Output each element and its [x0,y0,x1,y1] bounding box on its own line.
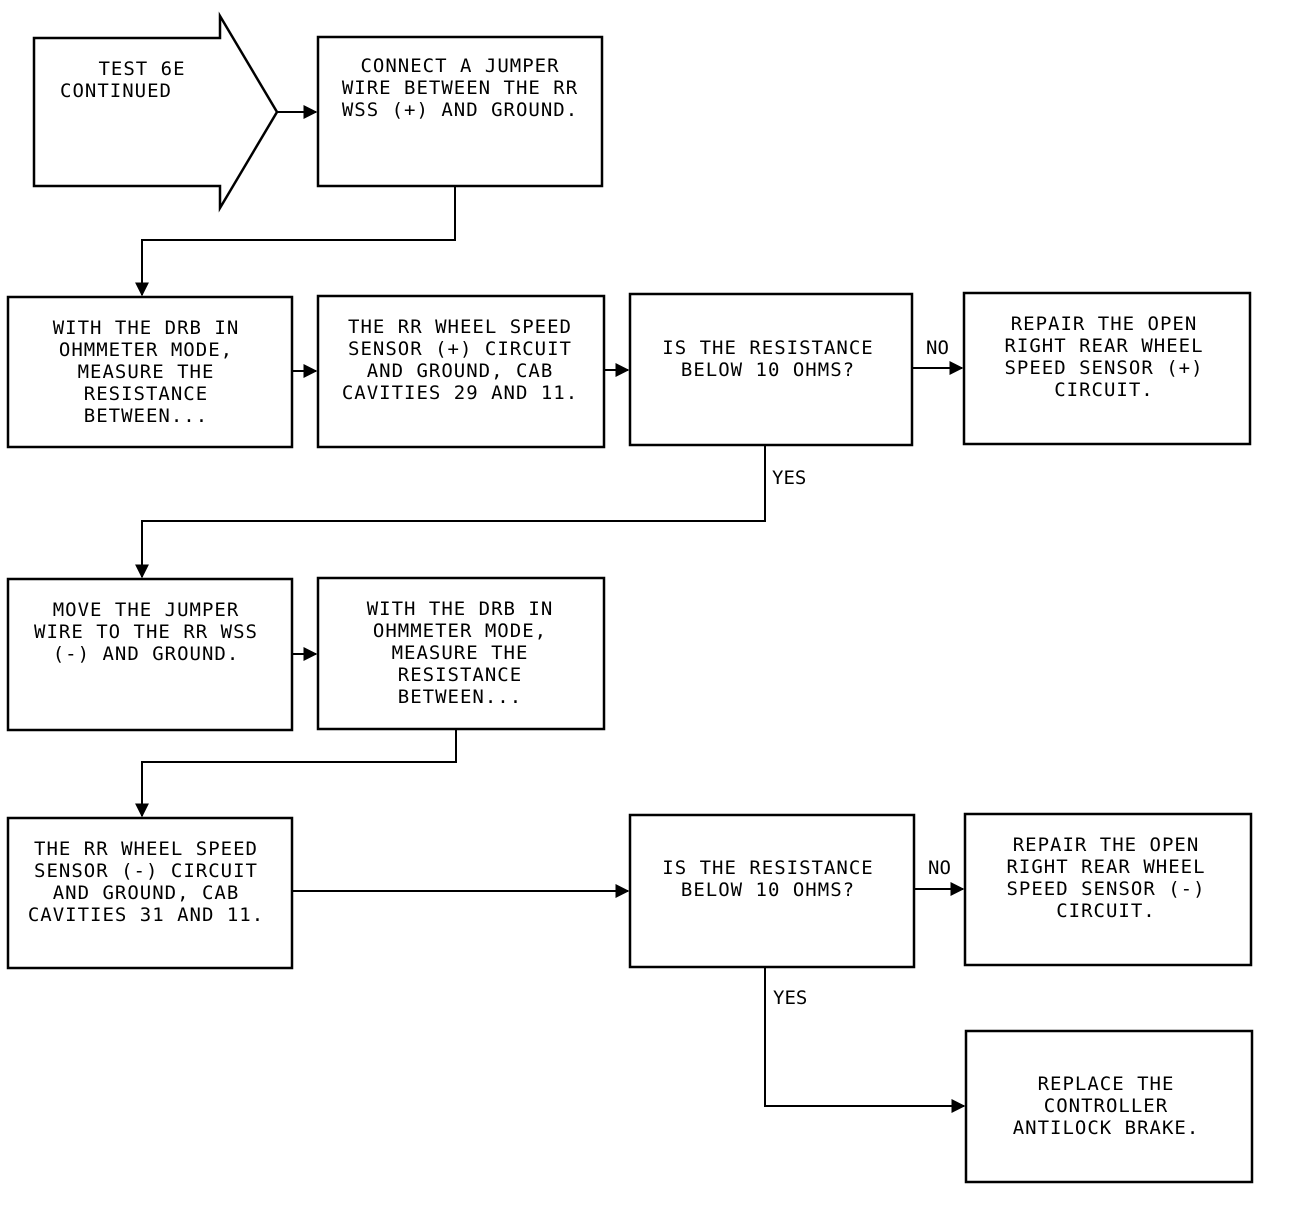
connector-measure-2-to-circuit-minus [135,729,457,818]
text-line: (-) AND GROUND. [53,643,240,665]
text-line: WITH THE DRB IN [53,317,240,339]
question-2-box [628,813,916,969]
text-line: SPEED SENSOR (-) [1006,878,1205,900]
text-line: THE RR WHEEL SPEED [34,838,258,860]
circuit-minus-box [6,816,294,970]
repair-plus-box [962,291,1252,446]
text-line: OHMMETER MODE, [373,620,547,642]
question-1-box [628,292,914,447]
text-line: WIRE BETWEEN THE RR [342,77,578,99]
text-line: BELOW 10 OHMS? [681,359,855,381]
connect-jumper-box [316,35,604,188]
text-line: AND GROUND, CAB [53,882,240,904]
label-yes-1: YES [772,467,806,489]
text-line: CIRCUIT. [1054,379,1154,401]
text-line: REPAIR THE OPEN [1011,313,1198,335]
replace-controller-box [964,1029,1254,1184]
text-line: RESISTANCE [84,383,208,405]
text-line: CIRCUIT. [1056,900,1156,922]
measure-2-box [316,576,606,731]
text-line: RESISTANCE [398,664,522,686]
text-line: ANTILOCK BRAKE. [1013,1117,1200,1139]
text-line: SENSOR (+) CIRCUIT [348,338,572,360]
text-line: MEASURE THE [392,642,529,664]
text-line: THE RR WHEEL SPEED [348,316,572,338]
text-line: IS THE RESISTANCE [662,337,873,359]
text-line: MEASURE THE [78,361,215,383]
text-line: AND GROUND, CAB [367,360,554,382]
text-line: CONNECT A JUMPER [360,55,559,77]
text-line: CONTINUED [60,80,172,102]
text-line: BETWEEN... [398,686,522,708]
label-no-2: NO [928,857,951,879]
circuit-plus-box [316,294,606,449]
text-line: REPAIR THE OPEN [1013,834,1200,856]
repair-minus-box [963,812,1253,967]
text-line: SPEED SENSOR (+) [1004,357,1203,379]
text-line: CAVITIES 31 AND 11. [28,904,264,926]
text-line: BETWEEN... [84,405,208,427]
label-no-1: NO [926,337,949,359]
start-arrow-shape [32,11,279,213]
text-line: REPLACE THE [1038,1073,1175,1095]
text-line: CONTROLLER [1044,1095,1168,1117]
text-line: RIGHT REAR WHEEL [1004,335,1203,357]
text-line: MOVE THE JUMPER [53,599,240,621]
text-line: WIRE TO THE RR WSS [34,621,258,643]
text-line: CAVITIES 29 AND 11. [342,382,578,404]
text-line: OHMMETER MODE, [59,339,233,361]
text-line: WSS (+) AND GROUND. [342,99,578,121]
text-line: SENSOR (-) CIRCUIT [34,860,258,882]
text-line: RIGHT REAR WHEEL [1006,856,1205,878]
text-line: IS THE RESISTANCE [662,857,873,879]
text-line: BELOW 10 OHMS? [681,879,855,901]
move-jumper-box [6,577,294,732]
text-line: WITH THE DRB IN [367,598,554,620]
connector-question-2-yes [764,967,966,1113]
connector-question-1-yes [135,445,766,579]
text-line: TEST 6E [98,58,185,80]
connector-connect-to-measure-1 [135,186,456,297]
label-yes-2: YES [773,987,807,1009]
